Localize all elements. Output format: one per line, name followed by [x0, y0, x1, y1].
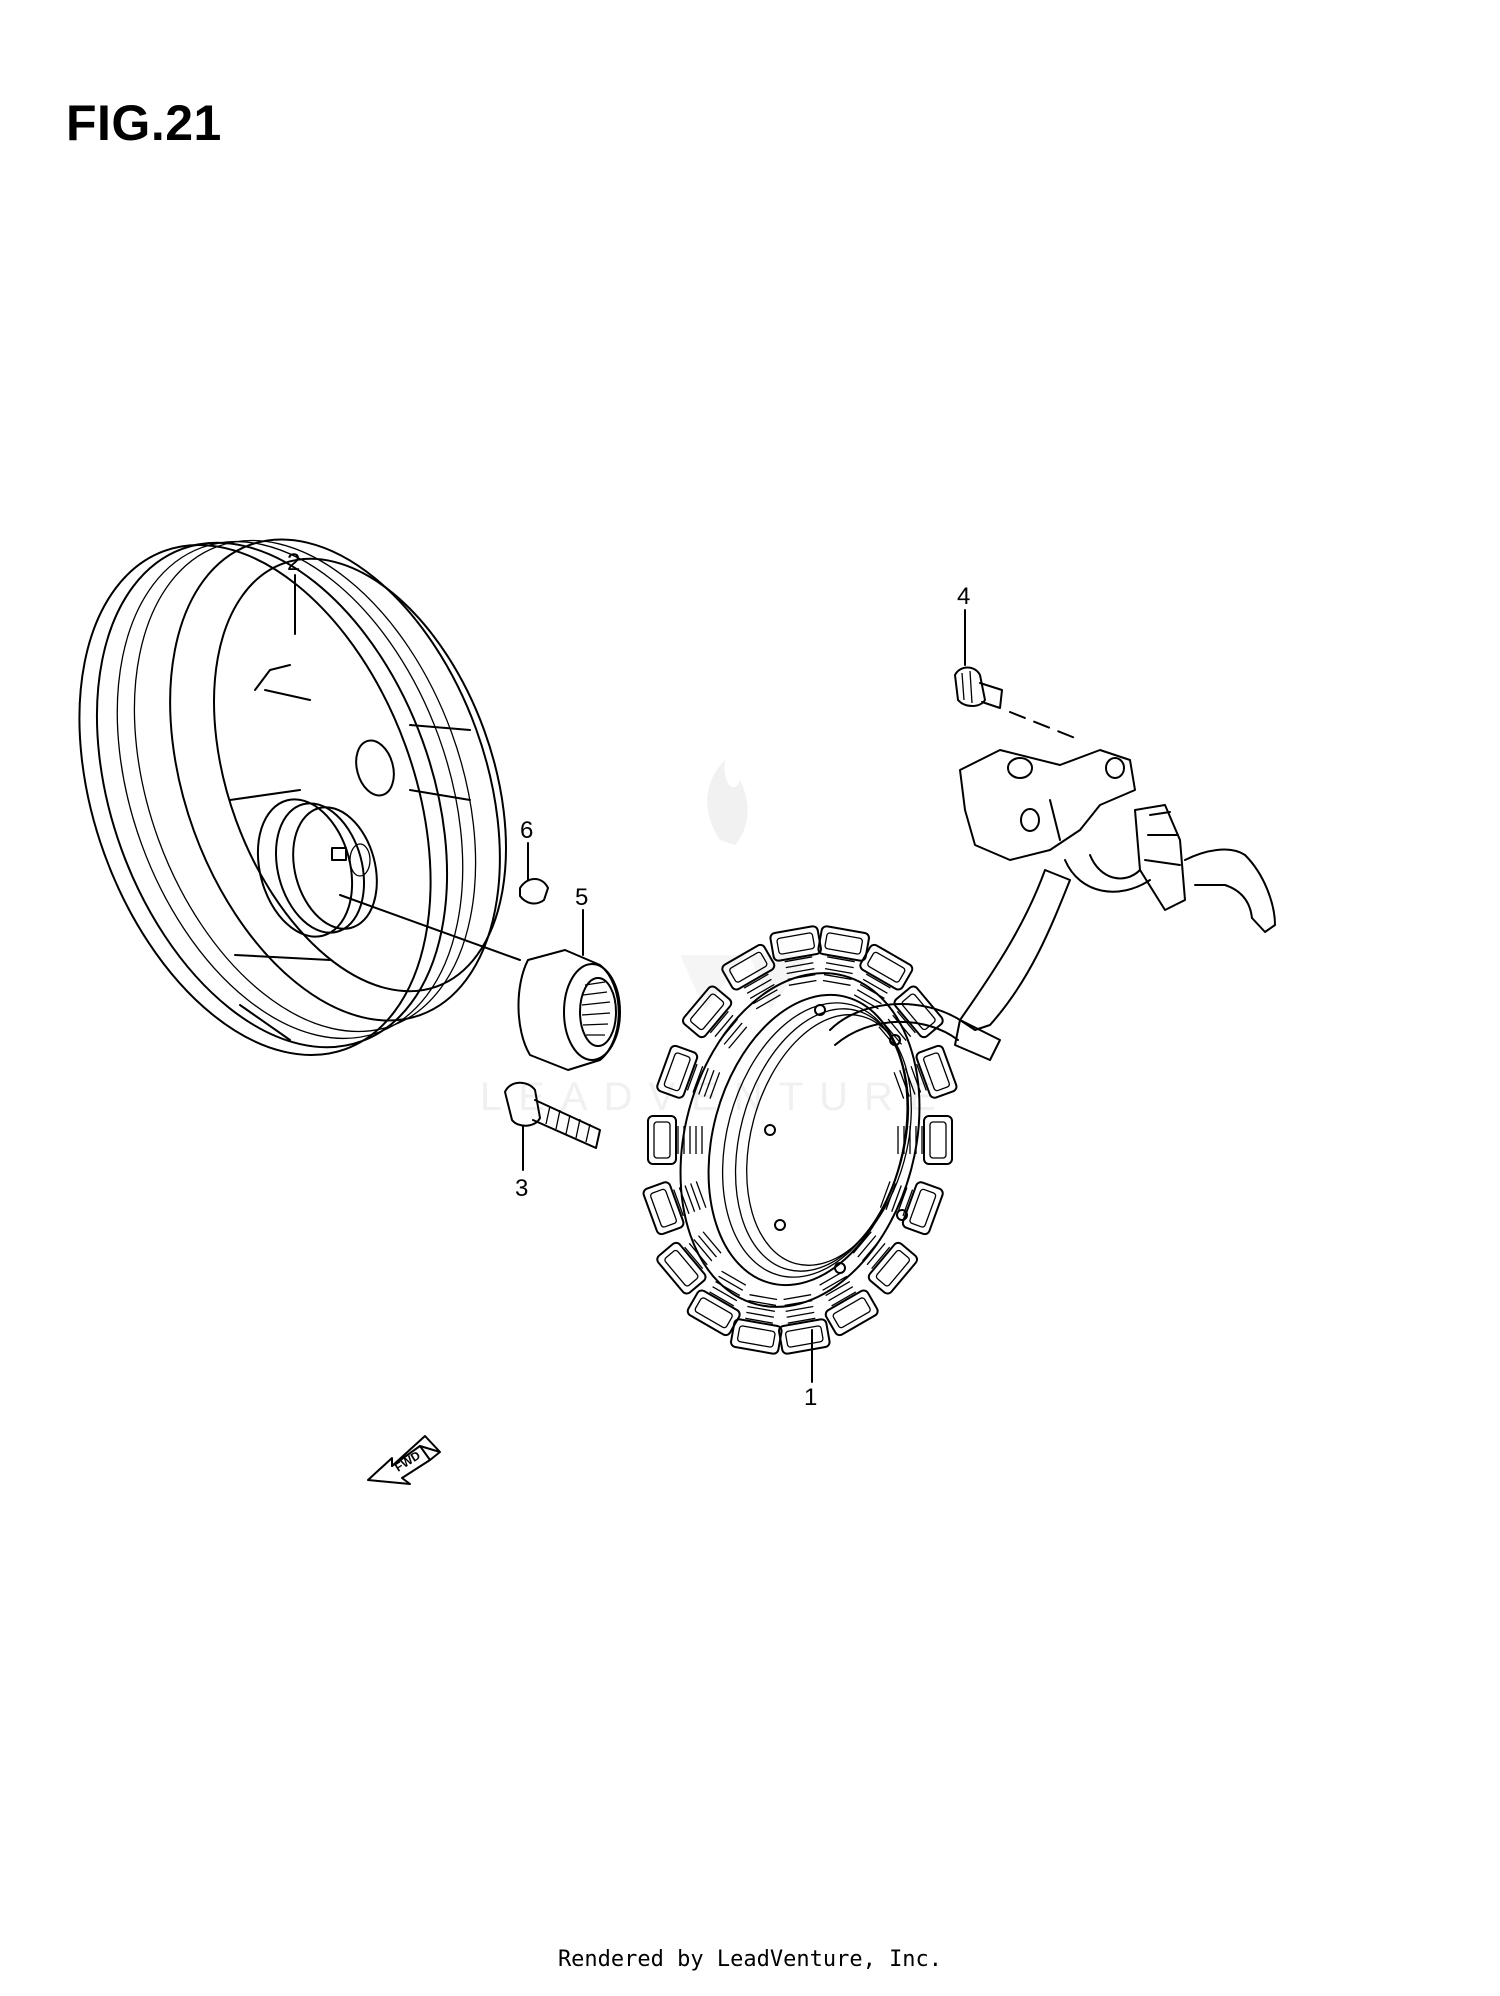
callout-3: 3 [515, 1175, 528, 1202]
footer-credit: Rendered by LeadVenture, Inc. [557, 1947, 943, 1972]
callout-1: 1 [804, 1384, 817, 1411]
callout-4: 4 [957, 583, 970, 610]
stator-coil-pole [656, 1231, 722, 1295]
pickup-screw [954, 666, 1081, 741]
callout-5: 5 [575, 884, 588, 911]
stator-coil-pole [778, 1294, 831, 1355]
stator-coil-pole [897, 1115, 953, 1165]
rotor-flywheel [78, 538, 521, 1056]
callout-2: 2 [287, 549, 300, 576]
stator-coil-pole [879, 1181, 944, 1236]
stator-coil-pole [686, 1270, 747, 1337]
stator-bolt [504, 1081, 601, 1149]
stator-coil-pole [647, 1115, 703, 1165]
stator-coil-poles [642, 925, 958, 1355]
stator-coil-pole [852, 1231, 919, 1295]
callout-6: 6 [520, 817, 533, 844]
fwd-label: FWD [392, 1448, 423, 1475]
stator-coil-pole [642, 1181, 707, 1236]
stator-coil-pole [819, 1270, 879, 1337]
stator-coil-pole [817, 925, 870, 986]
stator-coil-pole [721, 943, 781, 1010]
stator-coil-pole [656, 1044, 721, 1099]
watermark-text: LEADVENTURE [480, 1075, 952, 1119]
woodruff-key [519, 878, 549, 905]
forward-direction-arrow: FWD [367, 1435, 441, 1485]
figure-title: FIG.21 [66, 95, 222, 151]
stator-coil-pole [878, 985, 944, 1049]
stator-coil-pole [681, 985, 748, 1049]
stator-coil-pole [893, 1044, 958, 1099]
stator-coil-pole [730, 1294, 783, 1355]
watermark-logo: LEADVENTURE [480, 760, 952, 1119]
callout-leaders [294, 574, 966, 1383]
stator-assembly [642, 749, 1276, 1355]
rotor-nut [517, 949, 621, 1071]
